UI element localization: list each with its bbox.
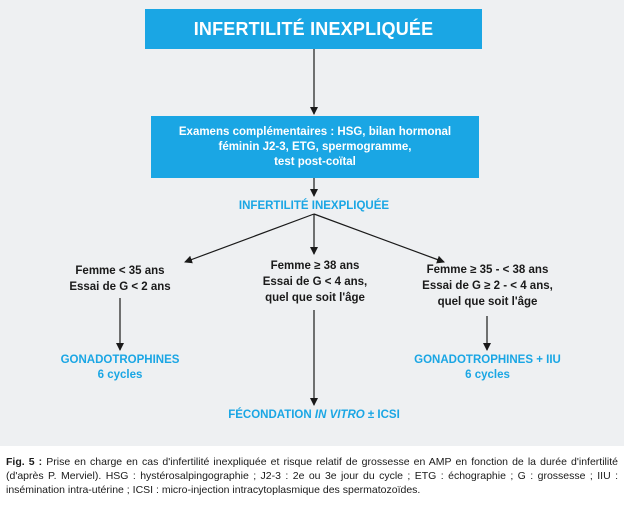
exams-line-2: féminin J2-3, ETG, spermogramme, [218, 140, 412, 153]
branch-right: Femme ≥ 35 - < 38 ans Essai de G ≥ 2 - <… [405, 262, 570, 310]
caption-label: Fig. 5 : [6, 456, 43, 468]
branch-left-line-1: Femme < 35 ans [75, 265, 165, 277]
branch-right-line-1: Femme ≥ 35 - < 38 ans [426, 264, 549, 276]
result-center: FÉCONDATION IN VITRO ± ICSI [184, 408, 444, 423]
title-text: INFERTILITÉ INEXPLIQUÉE [193, 18, 434, 39]
result-left-line-1: GONADOTROPHINES [60, 354, 180, 366]
arrow-to-right-branch [313, 213, 445, 264]
arrow-to-left-branch [184, 213, 315, 264]
branch-middle: Femme ≥ 38 ans Essai de G < 4 ans, quel … [240, 258, 390, 306]
diagram-panel: INFERTILITÉ INEXPLIQUÉE Examens compléme… [0, 0, 624, 446]
branch-middle-line-1: Femme ≥ 38 ans [270, 260, 360, 272]
figure-caption: Fig. 5 : Prise en charge en cas d'infert… [6, 455, 618, 497]
result-left: GONADOTROPHINES 6 cycles [40, 353, 200, 383]
subtitle: INFERTILITÉ INEXPLIQUÉE [238, 200, 390, 212]
exams-box: Examens complémentaires : HSG, bilan hor… [151, 116, 479, 178]
connectors [116, 49, 491, 406]
result-center-italic: IN VITRO [314, 409, 365, 421]
exams-line-1: Examens complémentaires : HSG, bilan hor… [178, 125, 452, 138]
branch-middle-line-3: quel que soit l'âge [265, 292, 365, 304]
branch-right-line-3: quel que soit l'âge [437, 296, 538, 308]
branch-left-line-2: Essai de G < 2 ans [69, 281, 171, 293]
caption-text: Prise en charge en cas d'infertilité ine… [6, 456, 618, 496]
result-right-line-2: 6 cycles [465, 369, 510, 381]
result-center-suffix: ± ICSI [364, 409, 400, 421]
result-left-line-2: 6 cycles [97, 369, 143, 381]
branch-right-line-2: Essai de G ≥ 2 - < 4 ans, [422, 280, 553, 292]
title-box: INFERTILITÉ INEXPLIQUÉE [145, 9, 482, 49]
branch-middle-line-2: Essai de G < 4 ans, [262, 276, 368, 288]
result-center-prefix: FÉCONDATION [228, 409, 315, 421]
branch-left: Femme < 35 ans Essai de G < 2 ans [40, 263, 200, 295]
result-right-line-1: GONADOTROPHINES + IIU [414, 354, 561, 366]
exams-line-3: test post-coïtal [274, 155, 356, 168]
result-right: GONADOTROPHINES + IIU 6 cycles [395, 353, 580, 383]
